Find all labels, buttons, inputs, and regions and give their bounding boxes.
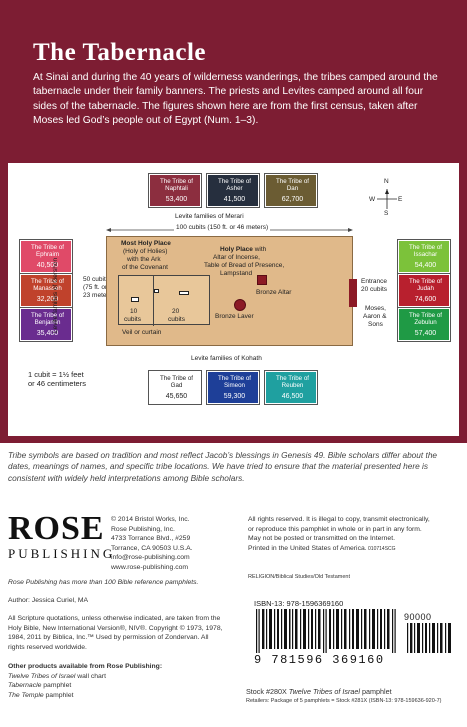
label-entrance: Entrance [361,278,388,285]
tribe-benjamin: The Tribe of Benjamin 35,400 [19,307,73,342]
other-products: Other products available from Rose Publi… [8,663,163,699]
tribe-manasseh: The Tribe of Manasseh 32,200 [19,273,73,308]
label-twenty: 20 [172,308,180,315]
label-most-holy-3: with the Ark [127,256,161,263]
label-bronze-altar: Bronze Altar [256,289,292,296]
label-moses-3: Sons [368,321,383,328]
tribe-dan: The Tribe of Dan 62,700 [264,173,318,208]
tribe-reuben: The Tribe of Reuben 46,500 [264,370,318,405]
scholar-note: Tribe symbols are based on tradition and… [8,450,438,483]
label-holy-4: Lampstand [220,270,253,277]
label-holy-2: Altar of Incense, [213,254,260,261]
entrance-gate [349,279,357,307]
category-label: RELIGION/Biblical Studies/Old Testament [248,574,350,580]
tribe-zebulun: The Tribe of Zebulun 57,400 [397,307,451,342]
tribe-issachar: The Tribe of Issachar 54,400 [397,239,451,274]
lampstand-icon [154,289,159,293]
label-moses: Moses, [365,305,386,312]
barcode-icon [256,609,396,653]
barcode-number: 9 781596 369160 [254,653,385,667]
label-holy-place: Holy Place with [220,246,267,253]
label-most-holy: Most Holy Place [121,240,171,247]
label-gershon: Levite families of Gershon [52,257,59,333]
label-ten: 10 [130,308,138,315]
rose-publishing-logo: ROSE PUBLISHING [8,510,116,561]
author: Author: Jessica Curiel, MA [8,597,89,604]
label-veil: Veil or curtain [122,329,162,336]
compass-icon [377,189,397,209]
compass-e: E [398,196,403,203]
isbn-label: ISBN-13: 978-1596369160 [254,599,344,608]
tribe-judah: The Tribe of Judah 74,600 [397,273,451,308]
compass-n: N [384,178,389,185]
label-cubit-2: or 46 centimeters [28,379,86,388]
veil-line [153,276,154,326]
bronze-altar-icon [257,275,267,285]
price-barcode-icon [407,623,451,653]
label-cubit: 1 cubit = 1½ feet [28,370,84,379]
tribe-simeon: The Tribe of Simeon 59,300 [206,370,260,405]
label-height-3: 23 meters) [83,292,115,299]
label-most-holy-2: (Holy of Holies) [123,248,168,255]
stock-info: Stock #280X Twelve Tribes of Israel pamp… [246,687,442,704]
page-title: The Tabernacle [33,39,206,66]
tribe-gad: The Tribe of Gad 45,650 [148,370,202,405]
label-width: 100 cubits (150 ft. or 46 meters) [174,224,271,232]
compass-s: S [384,210,389,217]
scripture-notice: All Scripture quotations, unless otherwi… [8,615,223,651]
label-height-1: 50 cubits [83,276,110,283]
tribe-naphtali: The Tribe of Naphtali 53,400 [148,173,202,208]
label-entrance-2: 20 cubits [361,286,388,293]
table-icon [179,291,189,295]
price-code: 90000 [404,612,432,622]
compass-w: W [369,196,376,203]
label-most-holy-4: of the Covenant [122,264,168,271]
label-moses-2: Aaron & [363,313,387,320]
tribe-asher: The Tribe of Asher 41,500 [206,173,260,208]
label-ten-cubits: cubits [124,316,141,323]
intro-paragraph: At Sinai and during the 40 years of wild… [33,72,438,126]
label-holy-3: Table of Bread of Presence, [204,262,285,269]
title-panel: The Tabernacle At Sinai and during the 4… [0,0,467,443]
ark-icon [131,297,139,302]
label-bronze-laver: Bronze Laver [215,313,254,320]
tagline: Rose Publishing has more than 100 Bible … [8,579,199,586]
publisher-info: © 2014 Bristol Works, Inc. Rose Publishi… [111,516,193,571]
bronze-laver-icon [234,299,246,311]
label-kohath: Levite families of Kohath [191,355,262,362]
label-twenty-cubits: cubits [168,316,185,323]
label-height-2: (75 ft. or [83,284,108,291]
label-merari: Levite families of Merari [175,213,244,220]
tribe-ephraim: The Tribe of Ephraim 40,500 [19,239,73,274]
rights-notice: All rights reserved. It is illegal to co… [248,516,430,552]
tabernacle-diagram: N S W E The Tribe of Naphtali 53,400 The… [8,163,459,436]
